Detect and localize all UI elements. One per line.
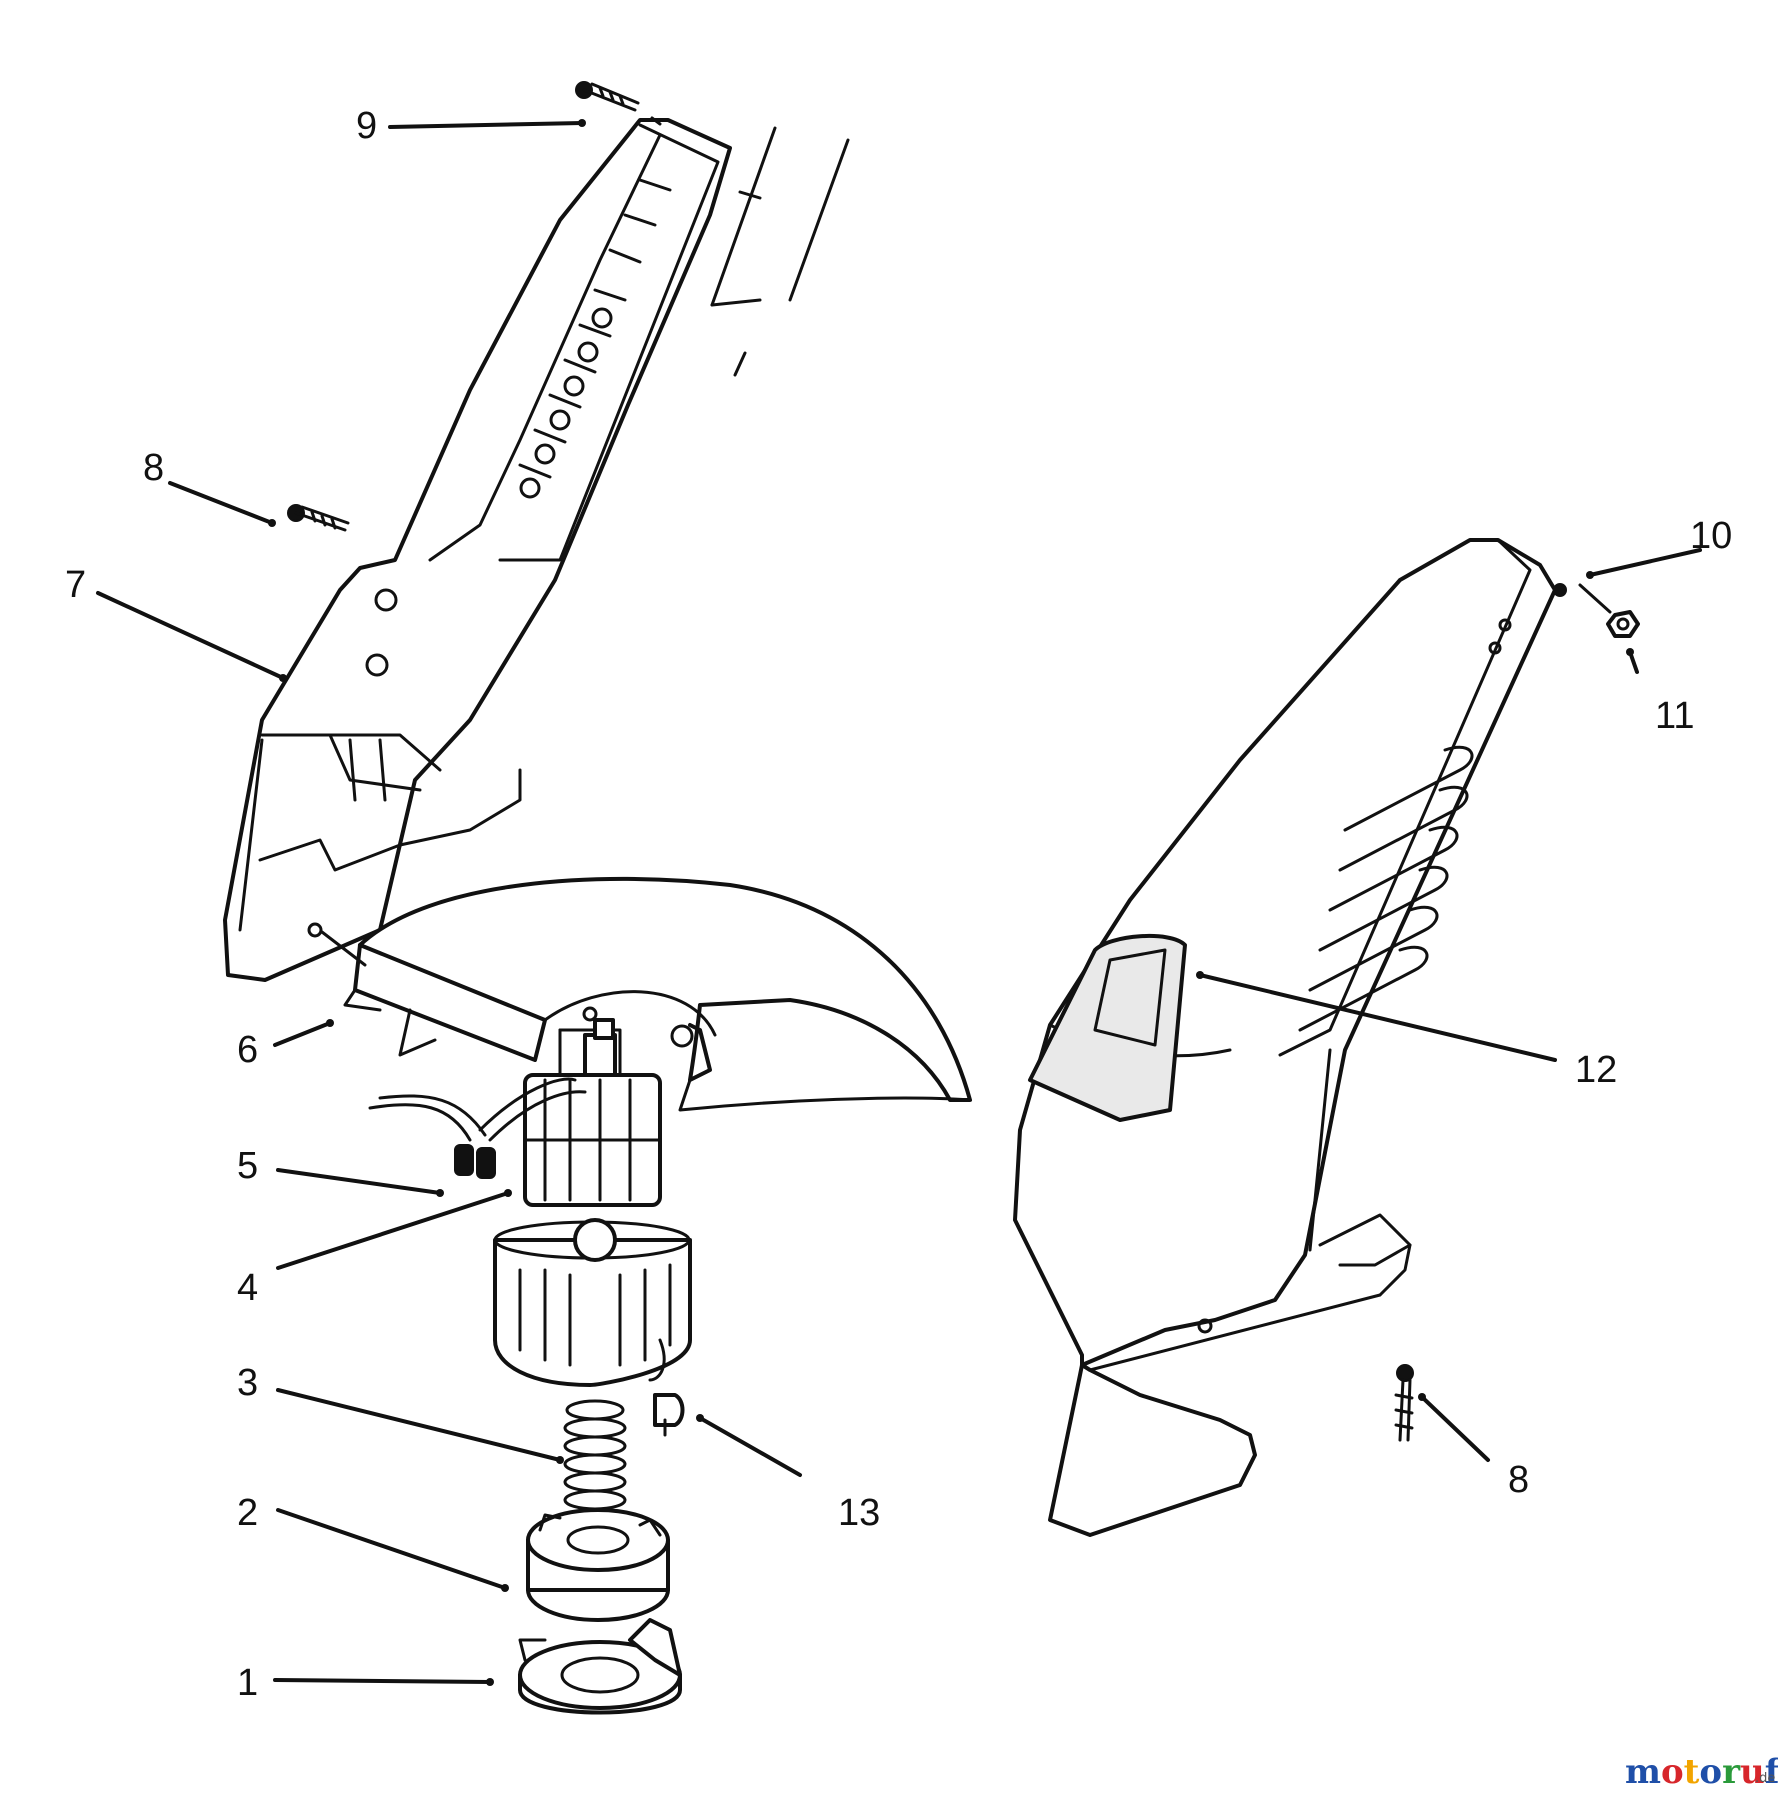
left-housing-half bbox=[223, 118, 732, 982]
label-plate bbox=[1028, 934, 1187, 1122]
spool bbox=[526, 1508, 670, 1622]
wm-letter-4: r bbox=[1722, 1752, 1741, 1792]
wm-letter-1: o bbox=[1661, 1752, 1684, 1792]
guard-cover bbox=[307, 876, 972, 1112]
callout-10: 10 bbox=[1690, 515, 1732, 557]
motoruf-watermark: motoruf .de bbox=[1625, 1752, 1778, 1792]
svg-text:motoruf: motoruf bbox=[1625, 1752, 1778, 1792]
screw-bottom-right bbox=[1394, 1364, 1414, 1442]
callout-13: 13 bbox=[838, 1492, 880, 1534]
wm-letter-0: m bbox=[1625, 1752, 1661, 1792]
wm-letter-2: t bbox=[1684, 1752, 1700, 1792]
wm-letter-5: u bbox=[1740, 1752, 1765, 1792]
screw-left bbox=[287, 504, 350, 532]
motor bbox=[493, 1018, 692, 1387]
callout-2: 2 bbox=[237, 1492, 258, 1534]
callout-3: 3 bbox=[237, 1362, 258, 1404]
callout-7: 7 bbox=[65, 564, 86, 606]
callout-8-top: 8 bbox=[143, 447, 164, 489]
callout-12: 12 bbox=[1575, 1049, 1617, 1091]
callout-11: 11 bbox=[1655, 695, 1694, 737]
callout-8-bottom: 8 bbox=[1508, 1459, 1529, 1501]
callout-5: 5 bbox=[237, 1145, 258, 1187]
wm-suffix: .de bbox=[1755, 1771, 1775, 1786]
clip bbox=[653, 1393, 685, 1437]
nut bbox=[1606, 610, 1640, 638]
callout-9: 9 bbox=[356, 105, 377, 147]
callout-1: 1 bbox=[237, 1662, 258, 1704]
wm-letter-3: o bbox=[1699, 1752, 1722, 1792]
callout-6: 6 bbox=[237, 1029, 258, 1071]
screw-top bbox=[575, 81, 640, 112]
leader-lines bbox=[96, 116, 1702, 1686]
shaft-tube bbox=[710, 126, 850, 377]
wire-leads bbox=[368, 1077, 587, 1179]
spring bbox=[563, 1399, 627, 1511]
wm-letter-6: f bbox=[1765, 1752, 1778, 1792]
spool-cap bbox=[518, 1618, 682, 1715]
callout-4: 4 bbox=[237, 1267, 258, 1309]
callout-labels: 9 8 7 6 5 4 3 2 1 13 12 10 11 8 bbox=[65, 105, 1732, 1704]
